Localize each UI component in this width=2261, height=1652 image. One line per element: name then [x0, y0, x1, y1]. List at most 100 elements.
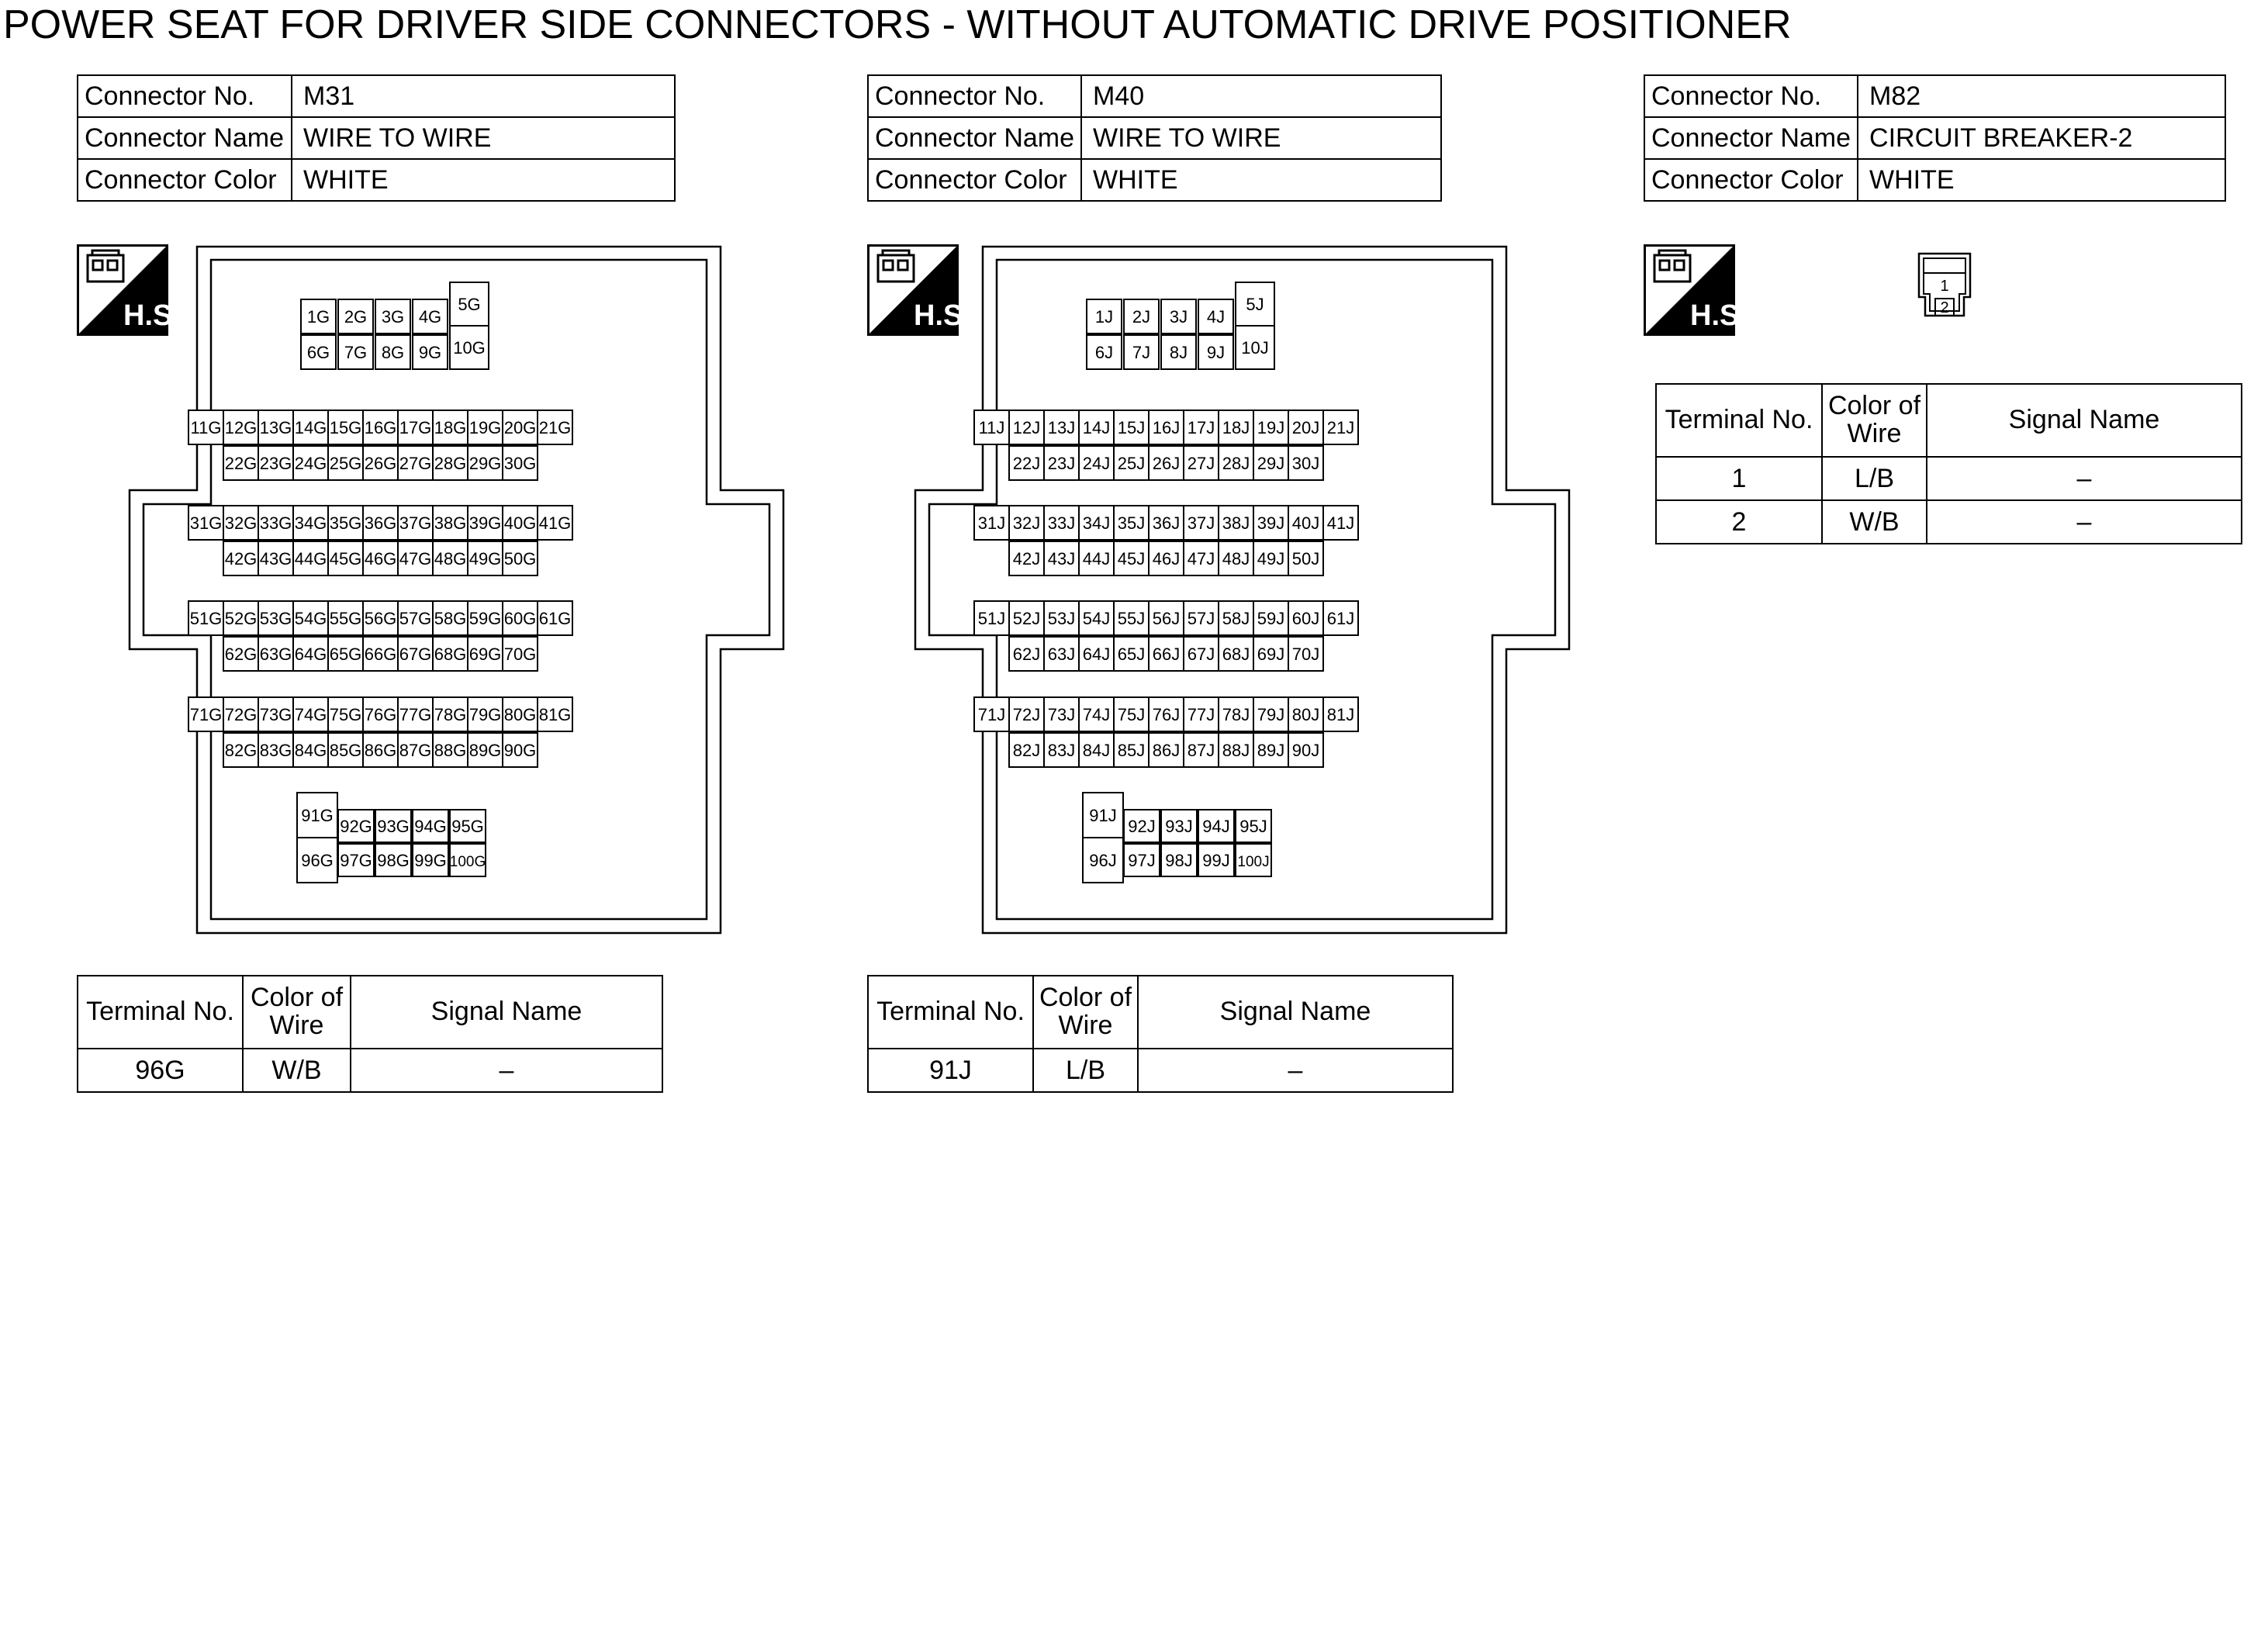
pin-cell — [1078, 410, 1115, 445]
pin-label: 96G — [301, 851, 334, 870]
pin-label: 62G — [225, 645, 258, 664]
pin-cell — [292, 636, 329, 672]
pin-cell — [223, 445, 259, 481]
pin-label: 45J — [1118, 549, 1145, 569]
pin-label: 2G — [344, 307, 367, 327]
pin-cell — [1148, 445, 1184, 481]
pin-cell — [1235, 843, 1272, 877]
pin-label: 56G — [365, 609, 397, 628]
table-row: 96G W/B – — [77, 1048, 663, 1093]
pin-label: 54J — [1083, 609, 1110, 628]
pin-label: 51J — [978, 609, 1005, 628]
pin-cell — [375, 843, 412, 877]
pin-cell — [292, 410, 329, 445]
pin-cell — [537, 600, 573, 636]
pin-label: 50G — [504, 549, 537, 569]
pin-cell — [1113, 541, 1150, 576]
pin-cell — [327, 445, 364, 481]
value-connector-name: CIRCUIT BREAKER-2 — [1857, 116, 2227, 160]
pin-label: 1 — [1940, 278, 1948, 295]
pin-label: 67G — [399, 645, 432, 664]
pin-label: 35G — [330, 513, 362, 533]
shell-outline — [128, 245, 785, 935]
pin-label: 14J — [1083, 418, 1110, 437]
pin-cell — [412, 334, 448, 370]
harness-side-icon: H.S. — [77, 244, 168, 336]
pin-label: 6J — [1095, 343, 1113, 362]
pin-label: 25G — [330, 454, 362, 473]
pin-label: 32G — [225, 513, 258, 533]
pin-cell — [1043, 636, 1080, 672]
pin-label: 28J — [1222, 454, 1250, 473]
pin-label: 39G — [469, 513, 502, 533]
pin-cell — [1160, 843, 1198, 877]
pin-label: 23J — [1048, 454, 1075, 473]
pin-cell — [1008, 541, 1045, 576]
pin-cell — [1288, 410, 1324, 445]
pin-cell — [1113, 505, 1150, 541]
pin-label: 23G — [260, 454, 292, 473]
pin-cell — [502, 636, 538, 672]
pin-label: 71G — [190, 705, 223, 724]
pin-cell — [258, 410, 294, 445]
pin-label: 55G — [330, 609, 362, 628]
pin-cell — [1288, 732, 1324, 768]
pin-label: 2 — [1940, 299, 1948, 316]
pin-cell — [467, 445, 503, 481]
pin-label: 81J — [1327, 705, 1354, 724]
pin-label: 66G — [365, 645, 397, 664]
pin-label: 54G — [295, 609, 327, 628]
pin-label: 82J — [1013, 741, 1040, 760]
pin-label: 83J — [1048, 741, 1075, 760]
pin-label: 89G — [469, 741, 502, 760]
pin-label: 37G — [399, 513, 432, 533]
pin-label: 47J — [1188, 549, 1215, 569]
pin-label: 80G — [504, 705, 537, 724]
pin-label: 47G — [399, 549, 432, 569]
pin-cell — [1113, 696, 1150, 732]
pin-label: 13J — [1048, 418, 1075, 437]
terminal-table-m40: Terminal No. Color of Wire Signal Name 9… — [867, 975, 1454, 1093]
pin-cell — [1123, 334, 1160, 370]
pin-label: 92G — [340, 817, 372, 836]
pin-label: 94J — [1202, 817, 1229, 836]
header-terminal-no: Terminal No. — [867, 975, 1034, 1049]
pin-cell — [1322, 505, 1359, 541]
pin-cell — [973, 696, 1010, 732]
pin-label: 59G — [469, 609, 502, 628]
pin-label: 86G — [365, 741, 397, 760]
table-row: 2 W/B – — [1655, 499, 2242, 544]
connector-shell-m31 — [128, 245, 785, 935]
pin-cell — [1288, 696, 1324, 732]
pin-cell — [1322, 410, 1359, 445]
pin-label: 15G — [330, 418, 362, 437]
pin-cell — [449, 809, 486, 843]
pin-cell — [1086, 334, 1122, 370]
pin-label: 86J — [1153, 741, 1180, 760]
pin-label: 11J — [979, 418, 1005, 437]
pin-label: 77J — [1188, 705, 1215, 724]
pin-label: 68J — [1222, 645, 1250, 664]
pin-label: 97J — [1128, 851, 1155, 870]
pin-label: 5G — [458, 295, 480, 314]
header-terminal-no: Terminal No. — [77, 975, 244, 1049]
pin-label: 70J — [1292, 645, 1319, 664]
label-connector-no: Connector No. — [866, 74, 1083, 118]
pin-label: 90J — [1292, 741, 1319, 760]
table-row: 1 L/B – — [1655, 456, 2242, 501]
pin-cell — [1183, 600, 1219, 636]
pin-label: 31J — [978, 513, 1005, 533]
pin-cell — [502, 505, 538, 541]
pin-label: 67J — [1188, 645, 1215, 664]
pin-label: 96J — [1089, 851, 1116, 870]
pin-label: 84J — [1083, 741, 1110, 760]
pin-label: 99J — [1202, 851, 1229, 870]
pin-label: 40J — [1292, 513, 1319, 533]
pin-cell — [467, 410, 503, 445]
pin-label: 26G — [365, 454, 397, 473]
value-connector-name: WIRE TO WIRE — [1080, 116, 1443, 160]
pin-cell — [337, 334, 374, 370]
terminal-table-m82: Terminal No. Color of Wire Signal Name 1… — [1655, 383, 2242, 544]
pin-label: 21G — [539, 418, 572, 437]
pin-label: 46G — [365, 549, 397, 569]
